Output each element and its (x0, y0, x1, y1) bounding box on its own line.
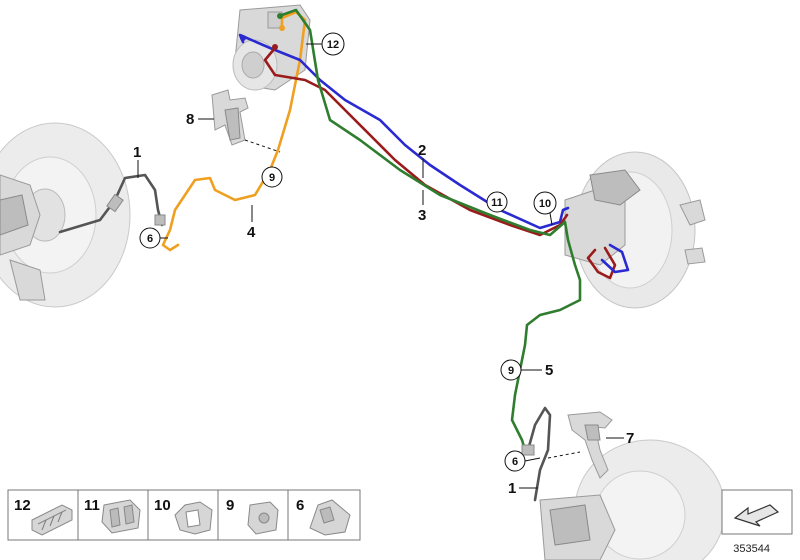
arrow-left-icon[interactable] (721, 489, 793, 535)
svg-text:6: 6 (512, 456, 518, 468)
bracket-part-7 (567, 411, 613, 479)
callout-9-upper: 9 (261, 166, 283, 188)
brake-disc-left (0, 122, 131, 308)
brake-disc-right (539, 439, 726, 560)
hose-fitting-rear (521, 444, 535, 456)
callout-7: 7 (626, 430, 634, 447)
callout-11: 11 (486, 191, 508, 213)
callout-10: 10 (533, 191, 557, 226)
brake-line-red (263, 46, 569, 237)
svg-text:10: 10 (539, 198, 551, 210)
svg-text:9: 9 (508, 365, 514, 377)
clip-multi-icon (31, 504, 73, 536)
parts-table-num-11: 11 (84, 497, 100, 514)
svg-text:6: 6 (147, 233, 153, 245)
callout-1-bottom: 1 (508, 480, 516, 497)
brake-line-red-loop (586, 246, 617, 280)
brake-line-orange (161, 10, 307, 252)
brake-line-blue-loop (600, 243, 630, 274)
diagram-id: 353544 (733, 543, 770, 555)
clip-double-icon (101, 499, 141, 534)
parts-table-num-12: 12 (14, 497, 31, 514)
brake-hose-rear (526, 406, 552, 502)
hose-fitting-front (106, 193, 124, 213)
callout-8: 8 (186, 111, 194, 128)
clip-bracket-icon (174, 501, 213, 535)
callout-3: 3 (418, 207, 426, 224)
callout-1-top: 1 (133, 144, 141, 161)
brake-booster (564, 151, 706, 309)
bracket-part-8 (211, 89, 249, 146)
callout-6-left: 6 (139, 227, 168, 249)
callout-2: 2 (418, 142, 426, 159)
callout-5: 5 (545, 362, 553, 379)
parts-table: 12 11 10 9 6 (7, 489, 361, 541)
brake-line-green (280, 8, 582, 452)
callout-4: 4 (247, 224, 256, 241)
svg-text:11: 11 (491, 197, 503, 209)
hose-fitting-front-end (154, 214, 166, 226)
brake-line-blue (238, 33, 570, 230)
svg-text:12: 12 (327, 39, 339, 51)
svg-text:9: 9 (269, 172, 275, 184)
callout-12: 12 (306, 32, 345, 56)
clip-single-icon (247, 501, 279, 535)
parts-table-num-9: 9 (226, 497, 234, 514)
parts-table-num-6: 6 (296, 497, 304, 514)
brake-hose-front (58, 173, 164, 234)
parts-table-num-10: 10 (154, 497, 171, 514)
callout-6-lower: 6 (504, 450, 541, 472)
bracket-plate-icon (309, 499, 351, 536)
callout-9-lower: 9 (500, 359, 522, 381)
